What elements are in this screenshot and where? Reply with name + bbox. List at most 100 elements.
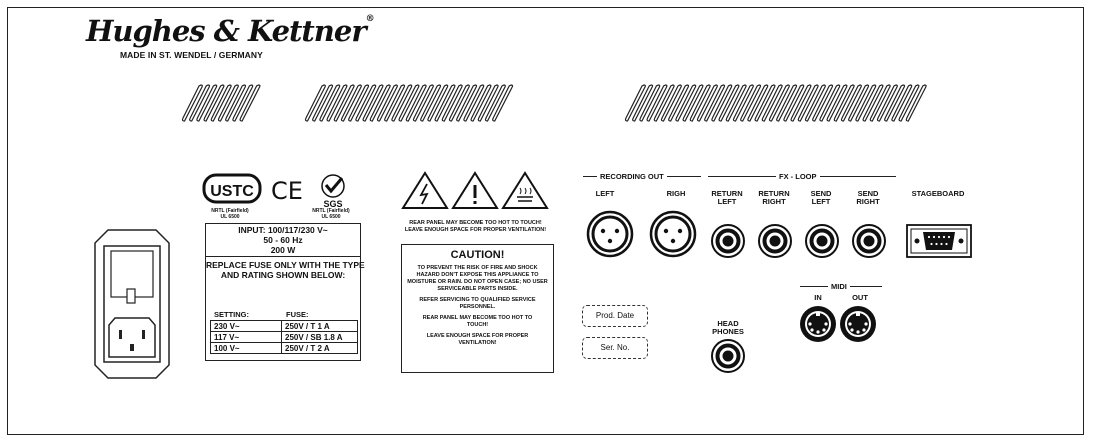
stageboard-label: STAGEBOARD <box>911 189 965 198</box>
vent-slot <box>463 84 485 122</box>
electric-warning-icon <box>401 171 449 209</box>
vent-slot <box>668 84 690 122</box>
vent-slot <box>855 84 877 122</box>
serial-number-label: Ser. No. <box>582 337 648 359</box>
caution-box: CAUTION! TO PREVENT THE RISK OF FIRE AND… <box>401 244 554 373</box>
vent-slot <box>797 84 819 122</box>
ustc-logo: USTC <box>210 183 254 200</box>
vent-slot <box>441 84 463 122</box>
vent-slot <box>203 84 225 122</box>
xlr-right-connector[interactable] <box>649 210 699 260</box>
vent-slot <box>217 84 239 122</box>
warning-icons <box>401 171 549 209</box>
midi-in-connector[interactable] <box>798 304 838 344</box>
recording-out-header: RECORDING OUT <box>583 172 703 182</box>
vent-slot <box>768 84 790 122</box>
vent-slot <box>340 84 362 122</box>
vent-slot <box>405 84 427 122</box>
vent-slot <box>456 84 478 122</box>
vent-slot <box>376 84 398 122</box>
prod-date-label: Prod. Date <box>582 305 648 327</box>
rec-left-label: LEFT <box>595 189 615 198</box>
midi-header: MIDI <box>800 282 882 292</box>
vent-slot <box>470 84 492 122</box>
caution-title: CAUTION! <box>450 249 505 261</box>
headphones-jack[interactable] <box>711 339 745 373</box>
vent-slot <box>420 84 442 122</box>
vent-slot <box>675 84 697 122</box>
vent-slot <box>355 84 377 122</box>
vent-slot <box>804 84 826 122</box>
vent-slot <box>848 84 870 122</box>
vent-slot <box>725 84 747 122</box>
vent-slot <box>819 84 841 122</box>
vent-slot <box>412 84 434 122</box>
vent-slot <box>477 84 499 122</box>
nrtl-left: NRTL (Fairfield)UL 6500 <box>211 208 249 220</box>
return-right-jack[interactable] <box>758 224 792 258</box>
vent-slot <box>898 84 920 122</box>
vent-slot <box>876 84 898 122</box>
vent-slot <box>492 84 514 122</box>
vent-slot <box>326 84 348 122</box>
stageboard-connector[interactable] <box>906 224 972 258</box>
vent-slot <box>732 84 754 122</box>
table-row: 100 V~250V / T 2 A <box>210 342 358 354</box>
vent-slot <box>181 84 203 122</box>
vent-slot <box>884 84 906 122</box>
vent-slot <box>747 84 769 122</box>
vent-slot <box>632 84 654 122</box>
vent-slot <box>790 84 812 122</box>
vent-slot <box>754 84 776 122</box>
vent-slot <box>210 84 232 122</box>
vent-slot <box>696 84 718 122</box>
hot-warning-text: REAR PANEL MAY BECOME TOO HOT TO TOUCH!L… <box>404 220 547 233</box>
vent-slot <box>434 84 456 122</box>
vent-slot <box>196 84 218 122</box>
vent-slot <box>348 84 370 122</box>
ce-mark: CE <box>271 177 303 205</box>
vent-slot <box>384 84 406 122</box>
fuse-table: 230 V~250V / T 1 A 117 V~250V / SB 1.8 A… <box>210 320 358 354</box>
vent-slot <box>660 84 682 122</box>
vent-slot <box>869 84 891 122</box>
vent-slot <box>312 84 334 122</box>
vent-slot <box>682 84 704 122</box>
vent-slot <box>448 84 470 122</box>
vent-slot <box>398 84 420 122</box>
midi-in-label: IN <box>814 293 822 302</box>
vent-slot <box>484 84 506 122</box>
vent-slot <box>761 84 783 122</box>
vent-slot <box>711 84 733 122</box>
send-right-jack[interactable] <box>852 224 886 258</box>
rec-right-label: RIGH <box>666 189 686 198</box>
vent-slot <box>304 84 326 122</box>
made-in-label: MADE IN ST. WENDEL / GERMANY <box>120 50 263 60</box>
vent-slot <box>718 84 740 122</box>
sgs-logo: SGS <box>323 199 342 208</box>
vent-slot <box>225 84 247 122</box>
vent-slot <box>826 84 848 122</box>
fuse-drawer-icon <box>126 288 136 304</box>
rear-panel <box>7 7 1084 435</box>
vent-slot <box>624 84 646 122</box>
midi-out-label: OUT <box>852 293 868 302</box>
vent-slot <box>704 84 726 122</box>
power-socket[interactable] <box>94 229 170 379</box>
vent-slot <box>427 84 449 122</box>
return-left-jack[interactable] <box>711 224 745 258</box>
vent-slot <box>319 84 341 122</box>
vent-slot <box>776 84 798 122</box>
vent-slot <box>639 84 661 122</box>
cert-logos: USTC CE SGS <box>202 173 345 208</box>
xlr-left-connector[interactable] <box>586 210 636 260</box>
vent-slot <box>689 84 711 122</box>
midi-out-connector[interactable] <box>838 304 878 344</box>
vent-slot <box>840 84 862 122</box>
send-left-jack[interactable] <box>805 224 839 258</box>
